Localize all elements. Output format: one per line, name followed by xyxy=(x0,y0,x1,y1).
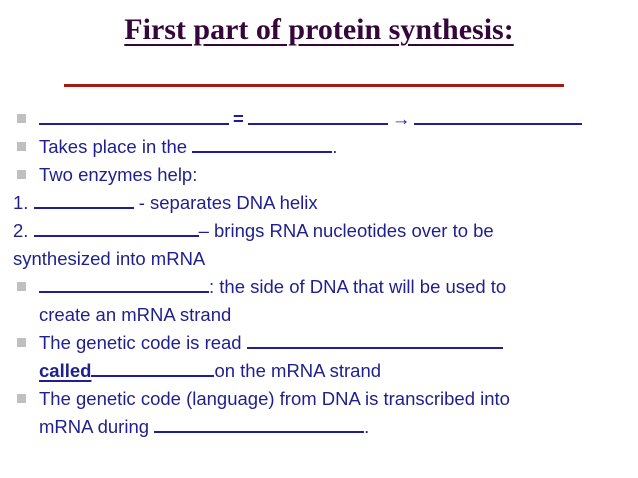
square-bullet-icon xyxy=(17,394,26,403)
enzyme-2-description: – brings RNA nucleotides over to be xyxy=(198,220,494,241)
blank-field-enzyme-2[interactable] xyxy=(33,218,199,237)
bullet-item-genetic-code-read: The genetic code is read called on the mR… xyxy=(13,329,625,385)
bullet-item-takes-place: Takes place in the . xyxy=(13,133,625,161)
slide-title: First part of protein synthesis: xyxy=(124,13,514,46)
blank-field-location[interactable] xyxy=(192,134,333,153)
enzyme-1-description: - separates DNA helix xyxy=(133,192,318,213)
slide-body: =→ Takes place in the . Two enzymes help… xyxy=(13,105,625,441)
numbered-item-2: 2. – brings RNA nucleotides over to be s… xyxy=(13,217,625,273)
bullet-item-template-strand: : the side of DNA that will be used to c… xyxy=(13,273,625,329)
takes-place-label: Takes place in the xyxy=(39,136,193,157)
blank-field-template-strand[interactable] xyxy=(39,274,209,293)
blank-field-3[interactable] xyxy=(414,106,583,125)
blank-field-process[interactable] xyxy=(154,414,365,433)
list-number-1: 1. xyxy=(13,192,29,213)
list-number-2: 2. xyxy=(13,220,29,241)
on-mrna-strand-label: on the mRNA strand xyxy=(214,360,382,381)
bullet-item-transcription: The genetic code (language) from DNA is … xyxy=(13,385,625,441)
equals-symbol: = xyxy=(233,108,244,129)
blank-field-codon[interactable] xyxy=(91,358,215,377)
square-bullet-icon xyxy=(17,282,26,291)
mrna-during-label: mRNA during xyxy=(39,416,155,437)
blank-field-1[interactable] xyxy=(39,106,229,125)
genetic-code-read-label: The genetic code is read xyxy=(39,332,247,353)
title-divider-rule xyxy=(64,84,564,87)
transcription-wrap: mRNA during . xyxy=(39,413,625,441)
two-enzymes-label: Two enzymes help: xyxy=(39,164,198,185)
square-bullet-icon xyxy=(17,170,26,179)
template-strand-description: : the side of DNA that will be used to xyxy=(209,276,507,297)
square-bullet-icon xyxy=(17,114,26,123)
called-line: called on the mRNA strand xyxy=(39,357,625,385)
bullet-item-equation: =→ xyxy=(13,105,625,133)
enzyme-2-description-wrap: synthesized into mRNA xyxy=(13,248,206,269)
square-bullet-icon xyxy=(17,142,26,151)
template-strand-description-wrap: create an mRNA strand xyxy=(39,304,232,325)
blank-field-enzyme-1[interactable] xyxy=(33,190,134,209)
square-bullet-icon xyxy=(17,338,26,347)
transcription-label: The genetic code (language) from DNA is … xyxy=(39,388,510,409)
period-mark: . xyxy=(364,416,370,437)
blank-field-2[interactable] xyxy=(247,106,388,125)
blank-field-read-direction[interactable] xyxy=(246,330,503,349)
period-mark: . xyxy=(332,136,338,157)
bullet-item-two-enzymes: Two enzymes help: xyxy=(13,161,625,189)
arrow-right-icon: → xyxy=(391,108,411,129)
numbered-item-1: 1. - separates DNA helix xyxy=(13,189,625,217)
called-label: called xyxy=(39,360,92,381)
